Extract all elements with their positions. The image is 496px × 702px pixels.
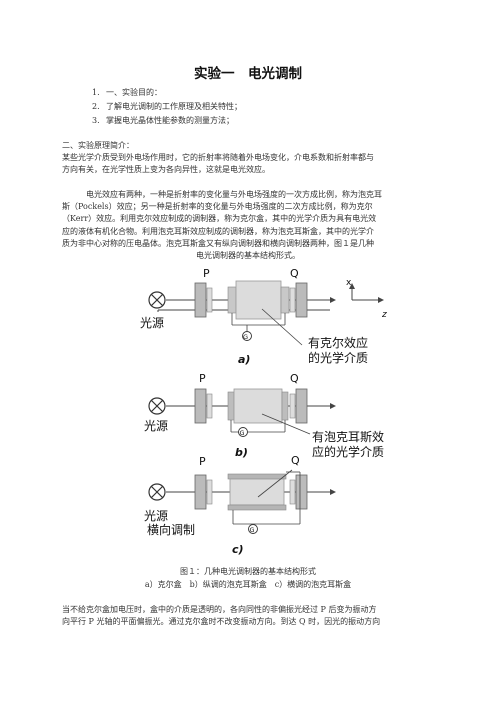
diagram-longitudinal-pockels xyxy=(148,388,336,437)
label-p: P xyxy=(203,267,210,280)
text-line: 应的液体有机化合物。利用泡克耳斯效应制成的调制器，称为泡克耳斯盒，其中的光学介 xyxy=(62,226,374,236)
axis-label-x: x xyxy=(346,278,352,288)
axis-label-z: z xyxy=(381,310,387,320)
paragraph-3: 当不给克尔盒加电压时，盒中的介质是透明的，各向同性的非偏振光经过 P 后变为振动… xyxy=(62,604,434,628)
paragraph-1: 某些光学介质受到外电场作用时，它的折射率将随着外电场变化，介电系数和折射率都与 … xyxy=(62,152,434,176)
label-q: Q xyxy=(290,372,299,385)
annotation-kerr: 有克尔效应 xyxy=(308,335,368,350)
diagram-kerr-cell xyxy=(148,280,384,346)
axes-icon xyxy=(349,283,384,303)
kerr-medium xyxy=(235,280,282,320)
label-q: Q xyxy=(290,267,299,280)
label-g: G xyxy=(240,429,245,437)
annotation-pockels: 有泡克耳斯效 xyxy=(312,429,384,444)
label-light-source: 光源 xyxy=(140,316,164,330)
section-heading: 二、实验原理简介： xyxy=(62,141,134,150)
text-line: 某些光学介质受到外电场作用时，它的折射率将随着外电场变化，介电系数和折射率都与 xyxy=(62,153,374,162)
sub-label-a: a) xyxy=(238,353,250,366)
analyzer-q xyxy=(295,282,308,318)
text-line: 当不给克尔盒加电压时，盒中的介质是透明的，各向同性的非偏振光经过 P 后变为振动… xyxy=(62,605,377,614)
sub-label-b: b) xyxy=(235,446,248,459)
label-q: Q xyxy=(291,454,300,467)
annotation-kerr: 的光学介质 xyxy=(308,350,368,365)
list-item: 了解电光调制的工作原理及相关特性； xyxy=(106,102,242,111)
annotation-pockels: 应的光学介质 xyxy=(312,444,384,459)
figure-caption: 图１：几种电光调制器的基本结构形式 xyxy=(180,567,316,576)
sub-label-c: c) xyxy=(232,543,244,556)
diagram-transverse-pockels xyxy=(148,469,336,534)
light-source-icon xyxy=(148,483,166,501)
page-title: 实验一 电光调制 xyxy=(194,66,302,82)
list-item: 一、实验目的： xyxy=(106,88,162,97)
text-line: 方向有关，在光学性质上变为各向异性，这就是电光效应。 xyxy=(62,165,270,175)
list-item: 掌握电光晶体性能参数的测量方法； xyxy=(106,116,234,125)
label-transverse-modulation: 横向调制 xyxy=(147,522,195,537)
label-light-source: 光源 xyxy=(144,509,168,523)
figure-caption-sub: a）克尔盒 b）纵调的泡克耳斯盒 c）横调的泡克耳斯盒 xyxy=(144,580,352,589)
list-number: 2. xyxy=(92,102,100,111)
light-source-icon xyxy=(148,291,166,309)
list-number: 3. xyxy=(92,116,100,125)
label-p: P xyxy=(199,455,206,468)
label-p: P xyxy=(199,372,206,385)
list-number: 1. xyxy=(92,88,100,97)
label-g: G xyxy=(243,333,248,341)
label-light-source: 光源 xyxy=(144,419,168,433)
text-line: 斯（Pockels）效应；另一种是折射率的变化量与外电场强度的二次方成比例，称为… xyxy=(62,202,373,212)
paragraph-2: 电光效应有两种，一种是折射率的变化量与外电场强度的一次方成比例，称为泡克耳 斯（… xyxy=(62,189,434,262)
text-line: （Kerr）效应。利用克尔效应制成的调制器，称为克尔盒，其中的光学介质为具有电光… xyxy=(62,214,377,224)
text-line: 质为非中心对称的压电晶体。泡克耳斯盒又有纵向调制器和横向调制器两种，图１是几种 xyxy=(62,238,374,248)
label-g: G xyxy=(250,526,255,534)
text-line: 电光效应有两种，一种是折射率的变化量与外电场强度的一次方成比例，称为泡克耳 xyxy=(86,190,382,199)
text-line: 向平行 P 光轴的平面偏振光。通过克尔盒时不改变振动方向。到达 Q 时，因光的振… xyxy=(62,617,381,627)
text-line: 电光调制器的基本结构形式。 xyxy=(196,251,300,261)
polarizer-p xyxy=(194,282,207,318)
light-source-icon xyxy=(148,397,166,415)
